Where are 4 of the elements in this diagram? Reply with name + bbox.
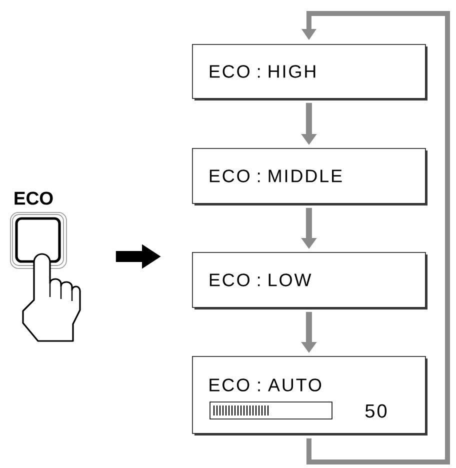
menu-box: ECO : LOW [192, 252, 428, 310]
button-label: ECO [14, 192, 53, 205]
menu-box: ECO : HIGH [192, 44, 428, 100]
menu-box: ECO : MIDDLE [192, 148, 428, 206]
